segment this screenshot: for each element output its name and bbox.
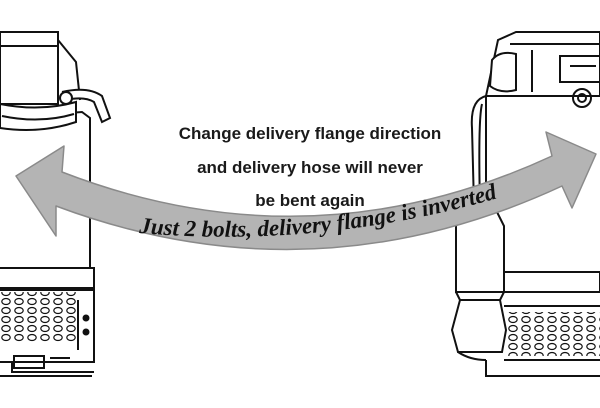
left-pump <box>0 31 112 377</box>
caption-line-3: be bent again <box>255 191 365 210</box>
caption-line-1: Change delivery flange direction <box>178 124 442 143</box>
left-strainer <box>0 292 76 342</box>
left-delivery-flange <box>0 100 77 131</box>
left-pump-top-cap <box>0 31 59 105</box>
right-delivery-flange <box>488 51 517 93</box>
arrow-band <box>15 131 597 251</box>
caption-line-2: and delivery hose will never <box>197 158 423 177</box>
right-strainer <box>506 312 600 356</box>
left-delivery-hose <box>61 88 112 124</box>
